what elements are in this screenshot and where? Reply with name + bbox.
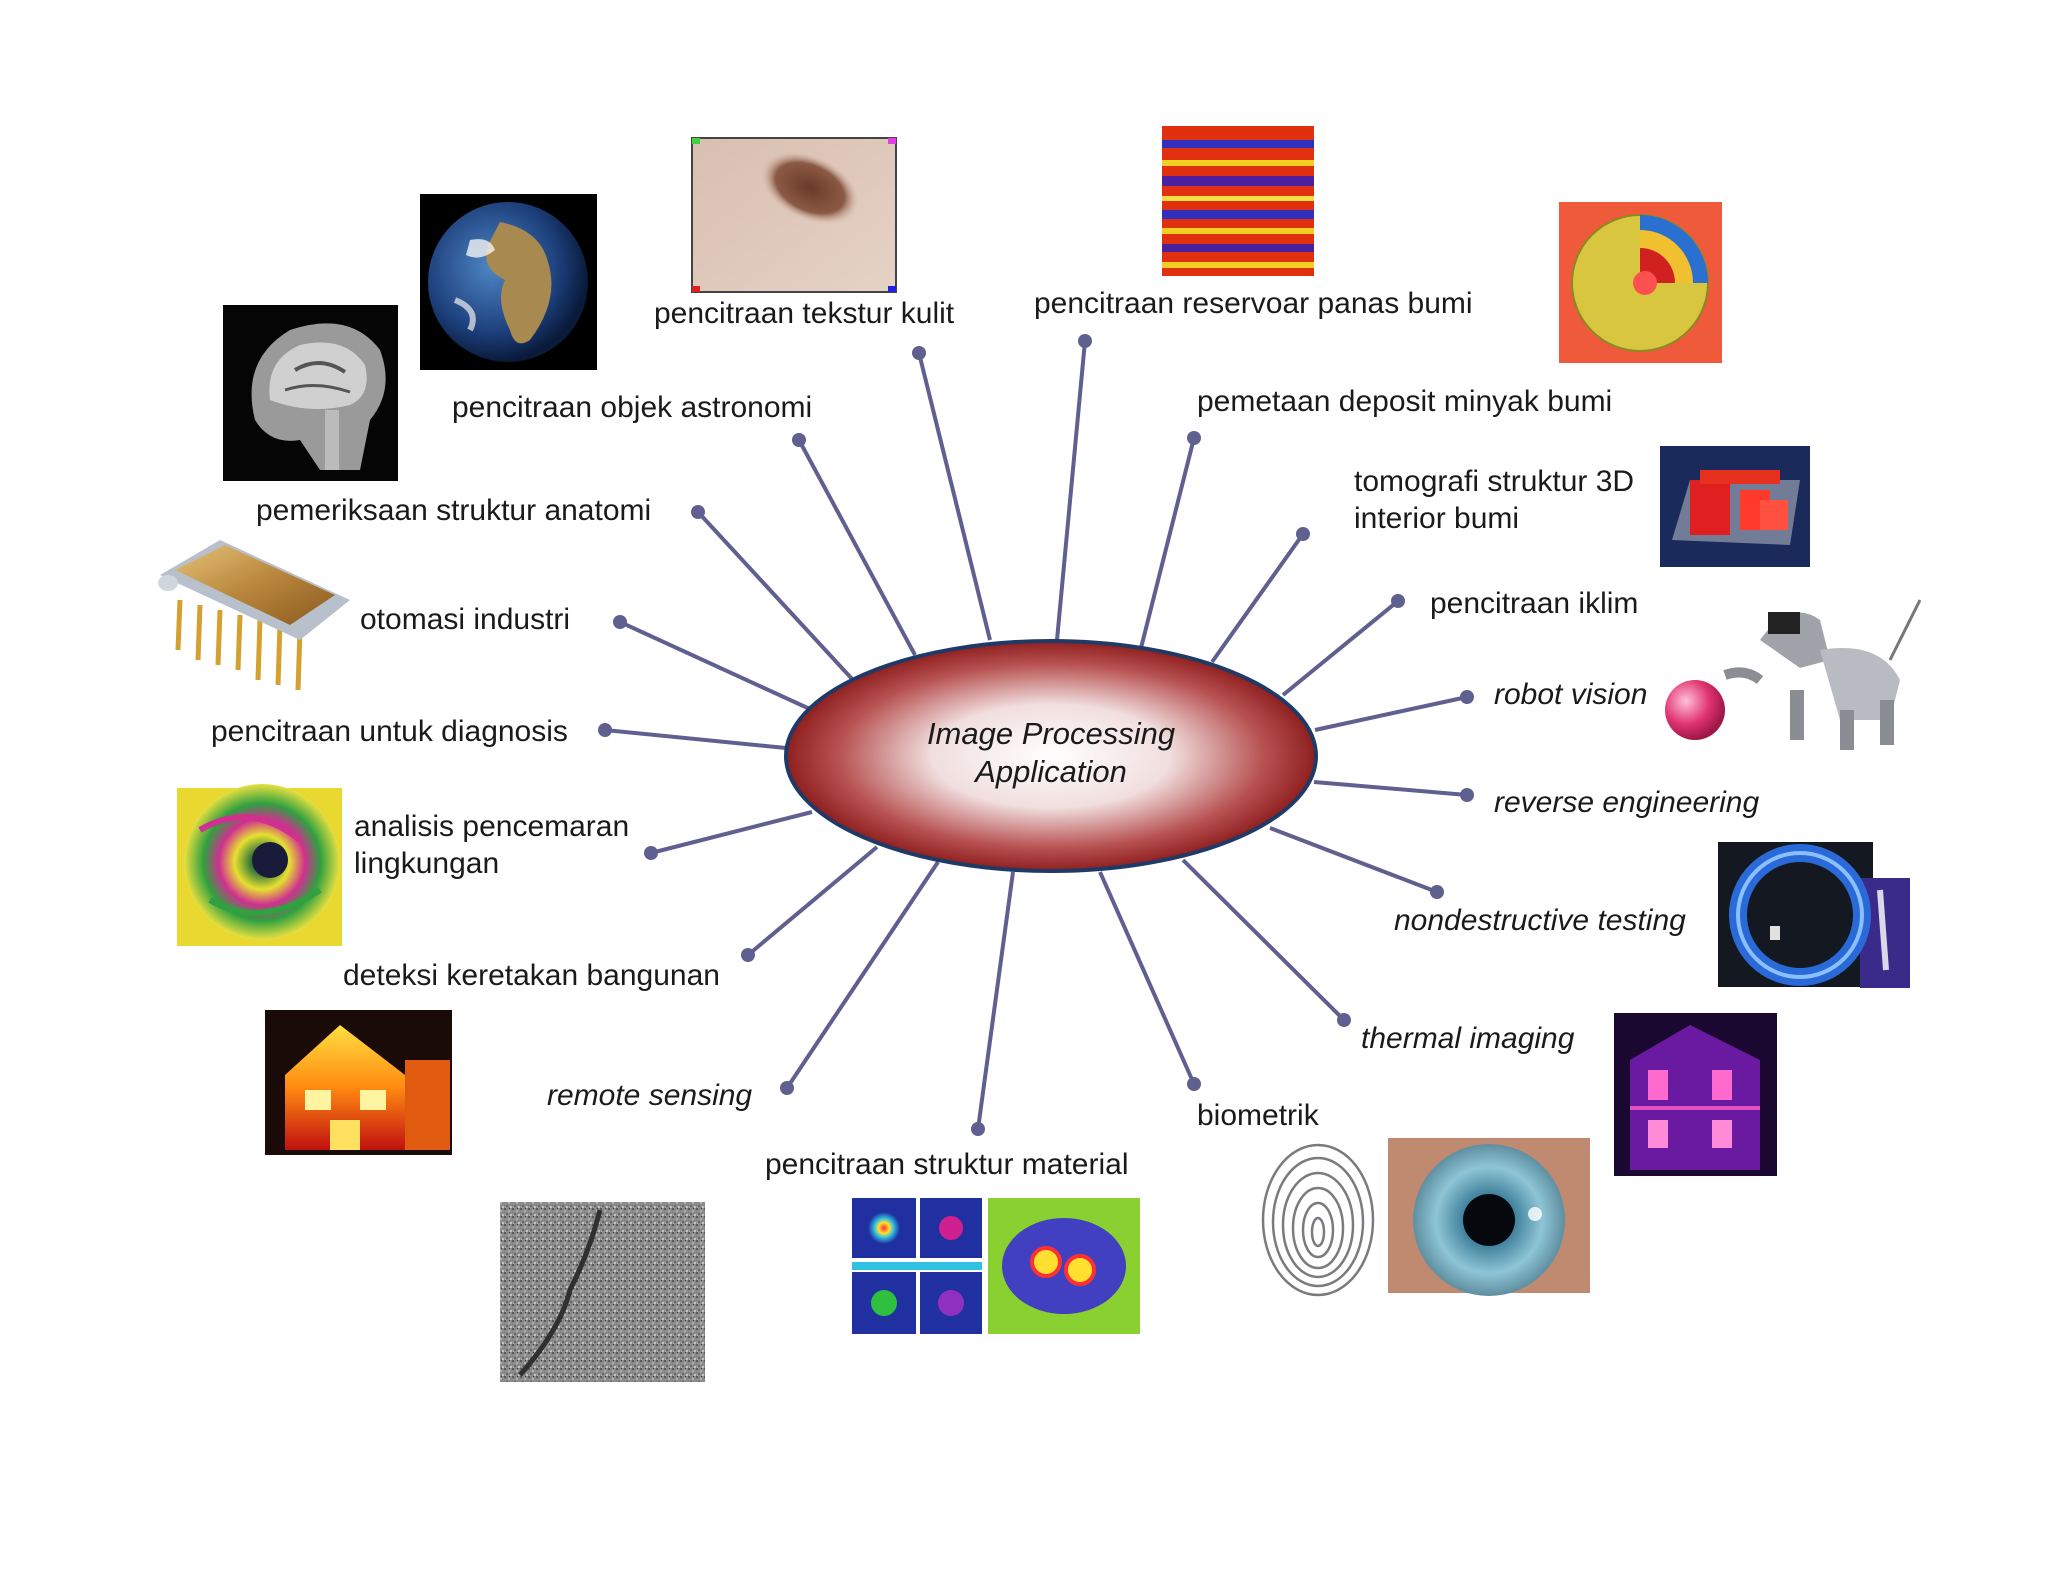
spokes xyxy=(604,340,1468,1130)
ic-chip-image xyxy=(158,540,350,691)
label-astronomi: pencitraan objek astronomi xyxy=(452,391,812,424)
skin-texture-image xyxy=(691,137,897,293)
spoke-reservoar xyxy=(1055,340,1087,641)
label-tomografi-line1: tomografi struktur 3D xyxy=(1354,465,1634,498)
spoke-struktur-material xyxy=(976,871,1015,1130)
label-otomasi: otomasi industri xyxy=(360,603,570,636)
spoke-minyak-bumi xyxy=(1139,437,1196,649)
earth-cutaway-image xyxy=(1559,202,1722,363)
label-anatomi: pemeriksaan struktur anatomi xyxy=(256,494,651,527)
label-tekstur-kulit: pencitraan tekstur kulit xyxy=(654,297,955,330)
label-struktur-material: pencitraan struktur material xyxy=(765,1148,1129,1181)
hurricane-satellite-image xyxy=(177,784,342,946)
earth-globe-image xyxy=(420,194,597,370)
robot-dog-image xyxy=(1665,599,1922,750)
spoke-thermal xyxy=(1181,858,1346,1022)
spoke-reverse-engineering xyxy=(1313,780,1468,797)
tomography-3d-image xyxy=(1660,446,1810,567)
label-biometrik: biometrik xyxy=(1197,1099,1320,1132)
label-iklim: pencitraan iklim xyxy=(1430,587,1638,620)
center-title-line2: Application xyxy=(973,754,1127,789)
label-keretakan: deteksi keretakan bangunan xyxy=(343,959,720,992)
spoke-nondestructive xyxy=(1269,826,1438,894)
spoke-robot-vision xyxy=(1314,695,1468,732)
label-nondestructive: nondestructive testing xyxy=(1394,904,1686,937)
spoke-pencemaran xyxy=(650,810,813,855)
label-thermal: thermal imaging xyxy=(1361,1022,1575,1055)
labels: pencitraan tekstur kulit pencitraan rese… xyxy=(211,287,1759,1181)
label-remote-sensing: remote sensing xyxy=(547,1079,752,1112)
spoke-dots xyxy=(598,334,1474,1136)
spoke-otomasi xyxy=(619,620,813,712)
label-pencemaran-line1: analisis pencemaran xyxy=(354,810,629,843)
seismic-reservoir-image xyxy=(1162,126,1314,276)
spoke-tekstur-kulit xyxy=(917,352,992,641)
label-robot-vision: robot vision xyxy=(1494,678,1647,711)
thermal-house-right-image xyxy=(1614,1013,1777,1176)
spoke-remote-sensing xyxy=(785,860,940,1090)
material-heatmap-image xyxy=(852,1198,1140,1334)
spoke-iklim xyxy=(1281,599,1400,697)
thermal-house-left-image xyxy=(265,1010,452,1155)
label-pencemaran-line2: lingkungan xyxy=(354,847,499,880)
center-title-line1: Image Processing xyxy=(927,716,1175,751)
fingerprint-image xyxy=(1261,1143,1375,1297)
label-reverse-engineering: reverse engineering xyxy=(1494,786,1759,819)
brain-mri-image xyxy=(223,305,398,481)
center-ellipse xyxy=(784,639,1318,873)
spoke-anatomi xyxy=(696,510,855,682)
spoke-diagnosis xyxy=(604,728,787,750)
xray-ring-image xyxy=(1718,842,1910,988)
crack-noise-image xyxy=(500,1202,705,1382)
label-reservoar: pencitraan reservoar panas bumi xyxy=(1034,287,1473,320)
eye-iris-image xyxy=(1388,1138,1590,1296)
spoke-biometrik xyxy=(1098,871,1196,1085)
spoke-tomografi xyxy=(1210,532,1305,664)
spoke-keretakan xyxy=(746,845,879,957)
spoke-astronomi xyxy=(797,439,917,656)
label-minyak-bumi: pemetaan deposit minyak bumi xyxy=(1197,385,1612,418)
center-node: Image Processing Application xyxy=(784,639,1318,873)
label-tomografi-line2: interior bumi xyxy=(1354,502,1519,535)
label-diagnosis: pencitraan untuk diagnosis xyxy=(211,715,568,748)
